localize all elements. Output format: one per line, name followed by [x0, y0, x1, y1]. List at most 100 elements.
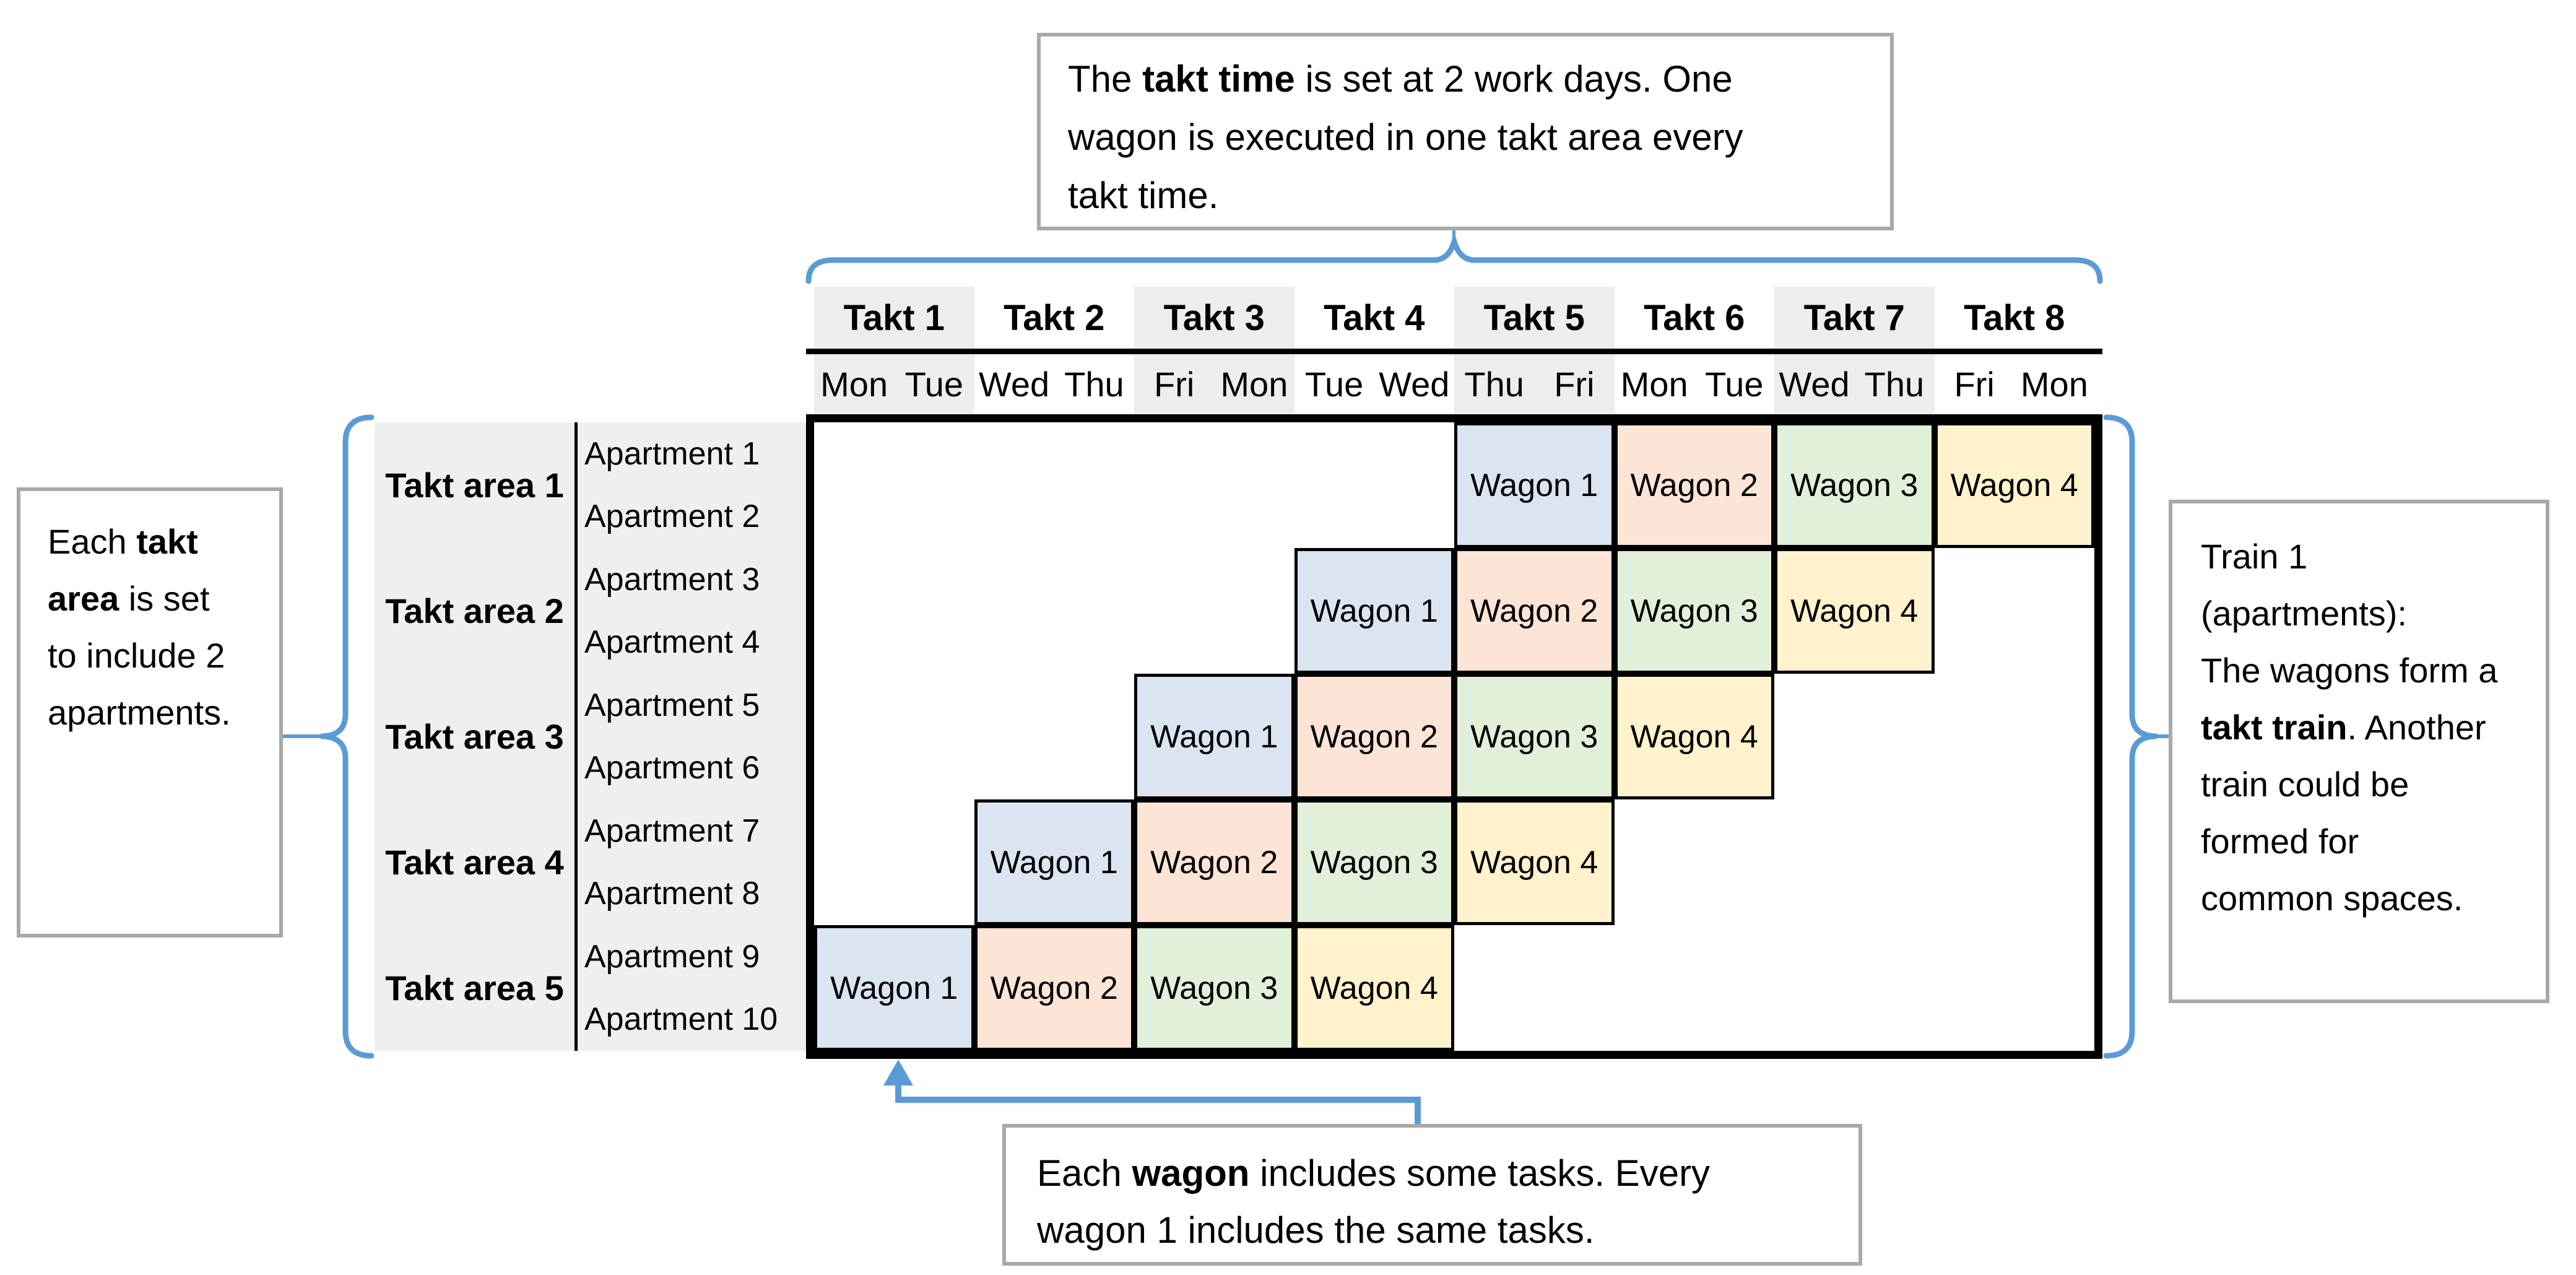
day-label: Fri	[1153, 364, 1195, 404]
header-stripe	[1134, 287, 1295, 422]
day-label: Tue	[904, 364, 964, 404]
apartment-label: Apartment 6	[584, 750, 760, 786]
day-label-pair: Mon Tue	[814, 354, 974, 414]
takt-area-label: Takt area 5	[385, 968, 564, 1007]
takt-column-header: Takt 4	[1324, 297, 1425, 338]
note-text: common spaces.	[2201, 879, 2463, 918]
note-text: wagon 1 includes the same tasks.	[1037, 1209, 1595, 1251]
day-label: Wed	[1379, 364, 1450, 404]
takt-area-label: Takt area 1	[385, 466, 564, 505]
takt-time-note-box: The takt time is set at 2 work days. One…	[1037, 33, 1894, 230]
wagon-cell: Wagon 4	[1614, 674, 1774, 799]
wagon-cell: Wagon 3	[1294, 799, 1454, 925]
wagon-cell: Wagon 2	[1294, 674, 1454, 799]
note-text: to include 2	[48, 636, 225, 675]
note-line: takt time.	[1068, 167, 1890, 225]
wagon-cell: Wagon 2	[1454, 548, 1615, 674]
note-line: (apartments):	[2201, 585, 2546, 642]
takt-area-label: Takt area 4	[385, 843, 564, 882]
wagon-cell: Wagon 4	[1294, 925, 1454, 1051]
note-text: area	[48, 579, 119, 618]
apartment-label: Apartment 1	[584, 435, 760, 472]
note-text: is set at 2 work days. One	[1295, 58, 1733, 100]
wagon-cell: Wagon 4	[1454, 799, 1615, 925]
takt-column-header: Takt 7	[1803, 297, 1905, 338]
note-text: takt train	[2201, 708, 2348, 747]
apartment-label: Apartment 4	[584, 624, 760, 661]
takt-time-connector	[1452, 230, 1455, 246]
note-line: Each takt	[48, 513, 279, 570]
takt-area-label: Takt area 3	[385, 717, 564, 756]
takt-column-header: Takt 3	[1163, 297, 1265, 338]
wagon-cell: Wagon 4	[1774, 548, 1935, 674]
day-label: Fri	[1954, 364, 1995, 404]
day-label: Mon	[1620, 364, 1688, 404]
apartment-label: Apartment 5	[584, 687, 760, 723]
apartment-label: Apartment 8	[584, 876, 760, 912]
wagon-cell: Wagon 1	[1134, 674, 1295, 799]
wagon-cell: Wagon 3	[1134, 925, 1295, 1051]
day-label: Tue	[1705, 364, 1764, 404]
note-text: apartments.	[48, 693, 231, 732]
note-text: includes some tasks. Every	[1249, 1152, 1711, 1194]
note-text: wagon is executed in one takt area every	[1068, 116, 1743, 158]
note-line: takt train. Another	[2201, 699, 2546, 756]
apartment-label: Apartment 3	[584, 561, 760, 598]
note-line: train could be	[2201, 756, 2546, 813]
takt-area-connector	[279, 734, 322, 738]
day-label: Thu	[1864, 364, 1925, 404]
note-text: wagon	[1132, 1152, 1250, 1194]
takt-area-label: Takt area 2	[385, 591, 564, 630]
wagon-cell: Wagon 1	[1454, 422, 1615, 548]
note-text: Train 1	[2201, 537, 2308, 576]
takt-column-header: Takt 1	[843, 297, 945, 338]
apartment-label: Apartment 7	[584, 812, 760, 849]
day-label-pair: Mon Tue	[1615, 354, 1775, 414]
takt-column-header: Takt 6	[1644, 297, 1745, 338]
note-text: The	[1068, 58, 1143, 100]
day-label: Mon	[2020, 364, 2088, 404]
note-line: Train 1	[2201, 528, 2546, 585]
takt-train-connector	[2157, 734, 2172, 738]
day-label: Tue	[1304, 364, 1364, 404]
apartment-label: Apartment 9	[584, 938, 760, 975]
header-stripe	[1774, 287, 1935, 422]
note-text: Each	[48, 522, 137, 561]
apartment-label: Apartment 10	[584, 1001, 778, 1038]
header-stripe	[814, 287, 974, 422]
note-line: wagon 1 includes the same tasks.	[1037, 1202, 1858, 1259]
day-label: Thu	[1064, 364, 1124, 404]
wagon-cell: Wagon 3	[1454, 674, 1615, 799]
note-line: area is set	[48, 570, 279, 627]
wagon-cell: Wagon 2	[1614, 422, 1774, 548]
day-label-pair: Fri Mon	[1935, 354, 2095, 414]
wagon-cell: Wagon 2	[974, 925, 1134, 1051]
takt-column-header: Takt 8	[1964, 297, 2065, 338]
day-label: Mon	[1220, 364, 1288, 404]
day-label: Fri	[1554, 364, 1595, 404]
wagon-cell: Wagon 3	[1614, 548, 1774, 674]
note-line: to include 2	[48, 627, 279, 684]
note-line: apartments.	[48, 684, 279, 741]
apartment-label: Apartment 2	[584, 498, 760, 535]
wagon-cell: Wagon 3	[1774, 422, 1935, 548]
note-text: takt time	[1142, 58, 1295, 100]
note-line: wagon is executed in one takt area every	[1068, 108, 1890, 167]
day-label: Mon	[820, 364, 888, 404]
note-text: . Another	[2347, 708, 2486, 747]
wagon-cell: Wagon 1	[974, 799, 1134, 925]
note-line: The wagons form a	[2201, 642, 2546, 699]
label-band	[375, 422, 814, 1051]
note-text: is set	[119, 579, 210, 618]
day-label-pair: Fri Mon	[1134, 354, 1295, 414]
note-text: takt	[136, 522, 198, 561]
label-divider-line	[575, 422, 578, 1051]
day-label: Wed	[1779, 364, 1850, 404]
wagon-arrow	[883, 1060, 1421, 1124]
